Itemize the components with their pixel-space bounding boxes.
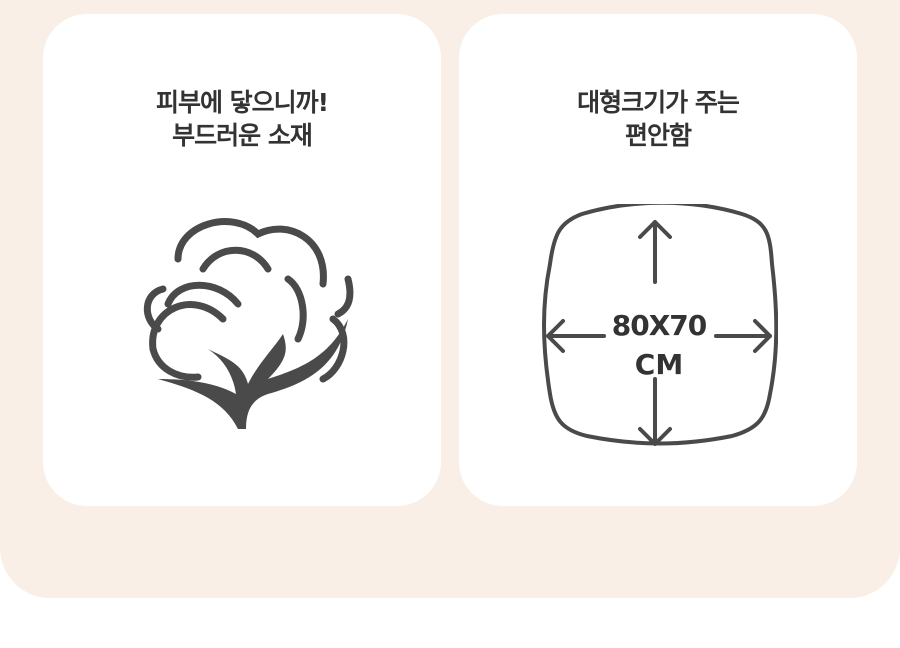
title-line: 대형크기가 주는	[577, 88, 740, 117]
arrow-right-icon	[714, 319, 772, 353]
feature-panel: 피부에 닿으니까! 부드러운 소재 대형크기가 주는 편안함	[0, 0, 900, 598]
title-line: 피부에 닿으니까!	[155, 88, 329, 117]
feature-card-soft-material: 피부에 닿으니까! 부드러운 소재	[43, 14, 441, 506]
title-line: 편안함	[624, 121, 692, 150]
arrow-up-icon	[638, 220, 672, 284]
arrow-left-icon	[546, 319, 606, 353]
title-line: 부드러운 소재	[172, 121, 313, 150]
cotton-icon	[143, 218, 354, 429]
feature-title: 대형크기가 주는 편안함	[459, 86, 857, 152]
arrow-down-icon	[638, 377, 672, 446]
size-text: 80X70	[612, 309, 707, 342]
feature-card-large-size: 대형크기가 주는 편안함 80X70 CM	[459, 14, 857, 506]
size-unit-text: CM	[635, 348, 683, 381]
feature-title: 피부에 닿으니까! 부드러운 소재	[43, 86, 441, 152]
cushion-size-icon: 80X70 CM	[542, 204, 778, 446]
